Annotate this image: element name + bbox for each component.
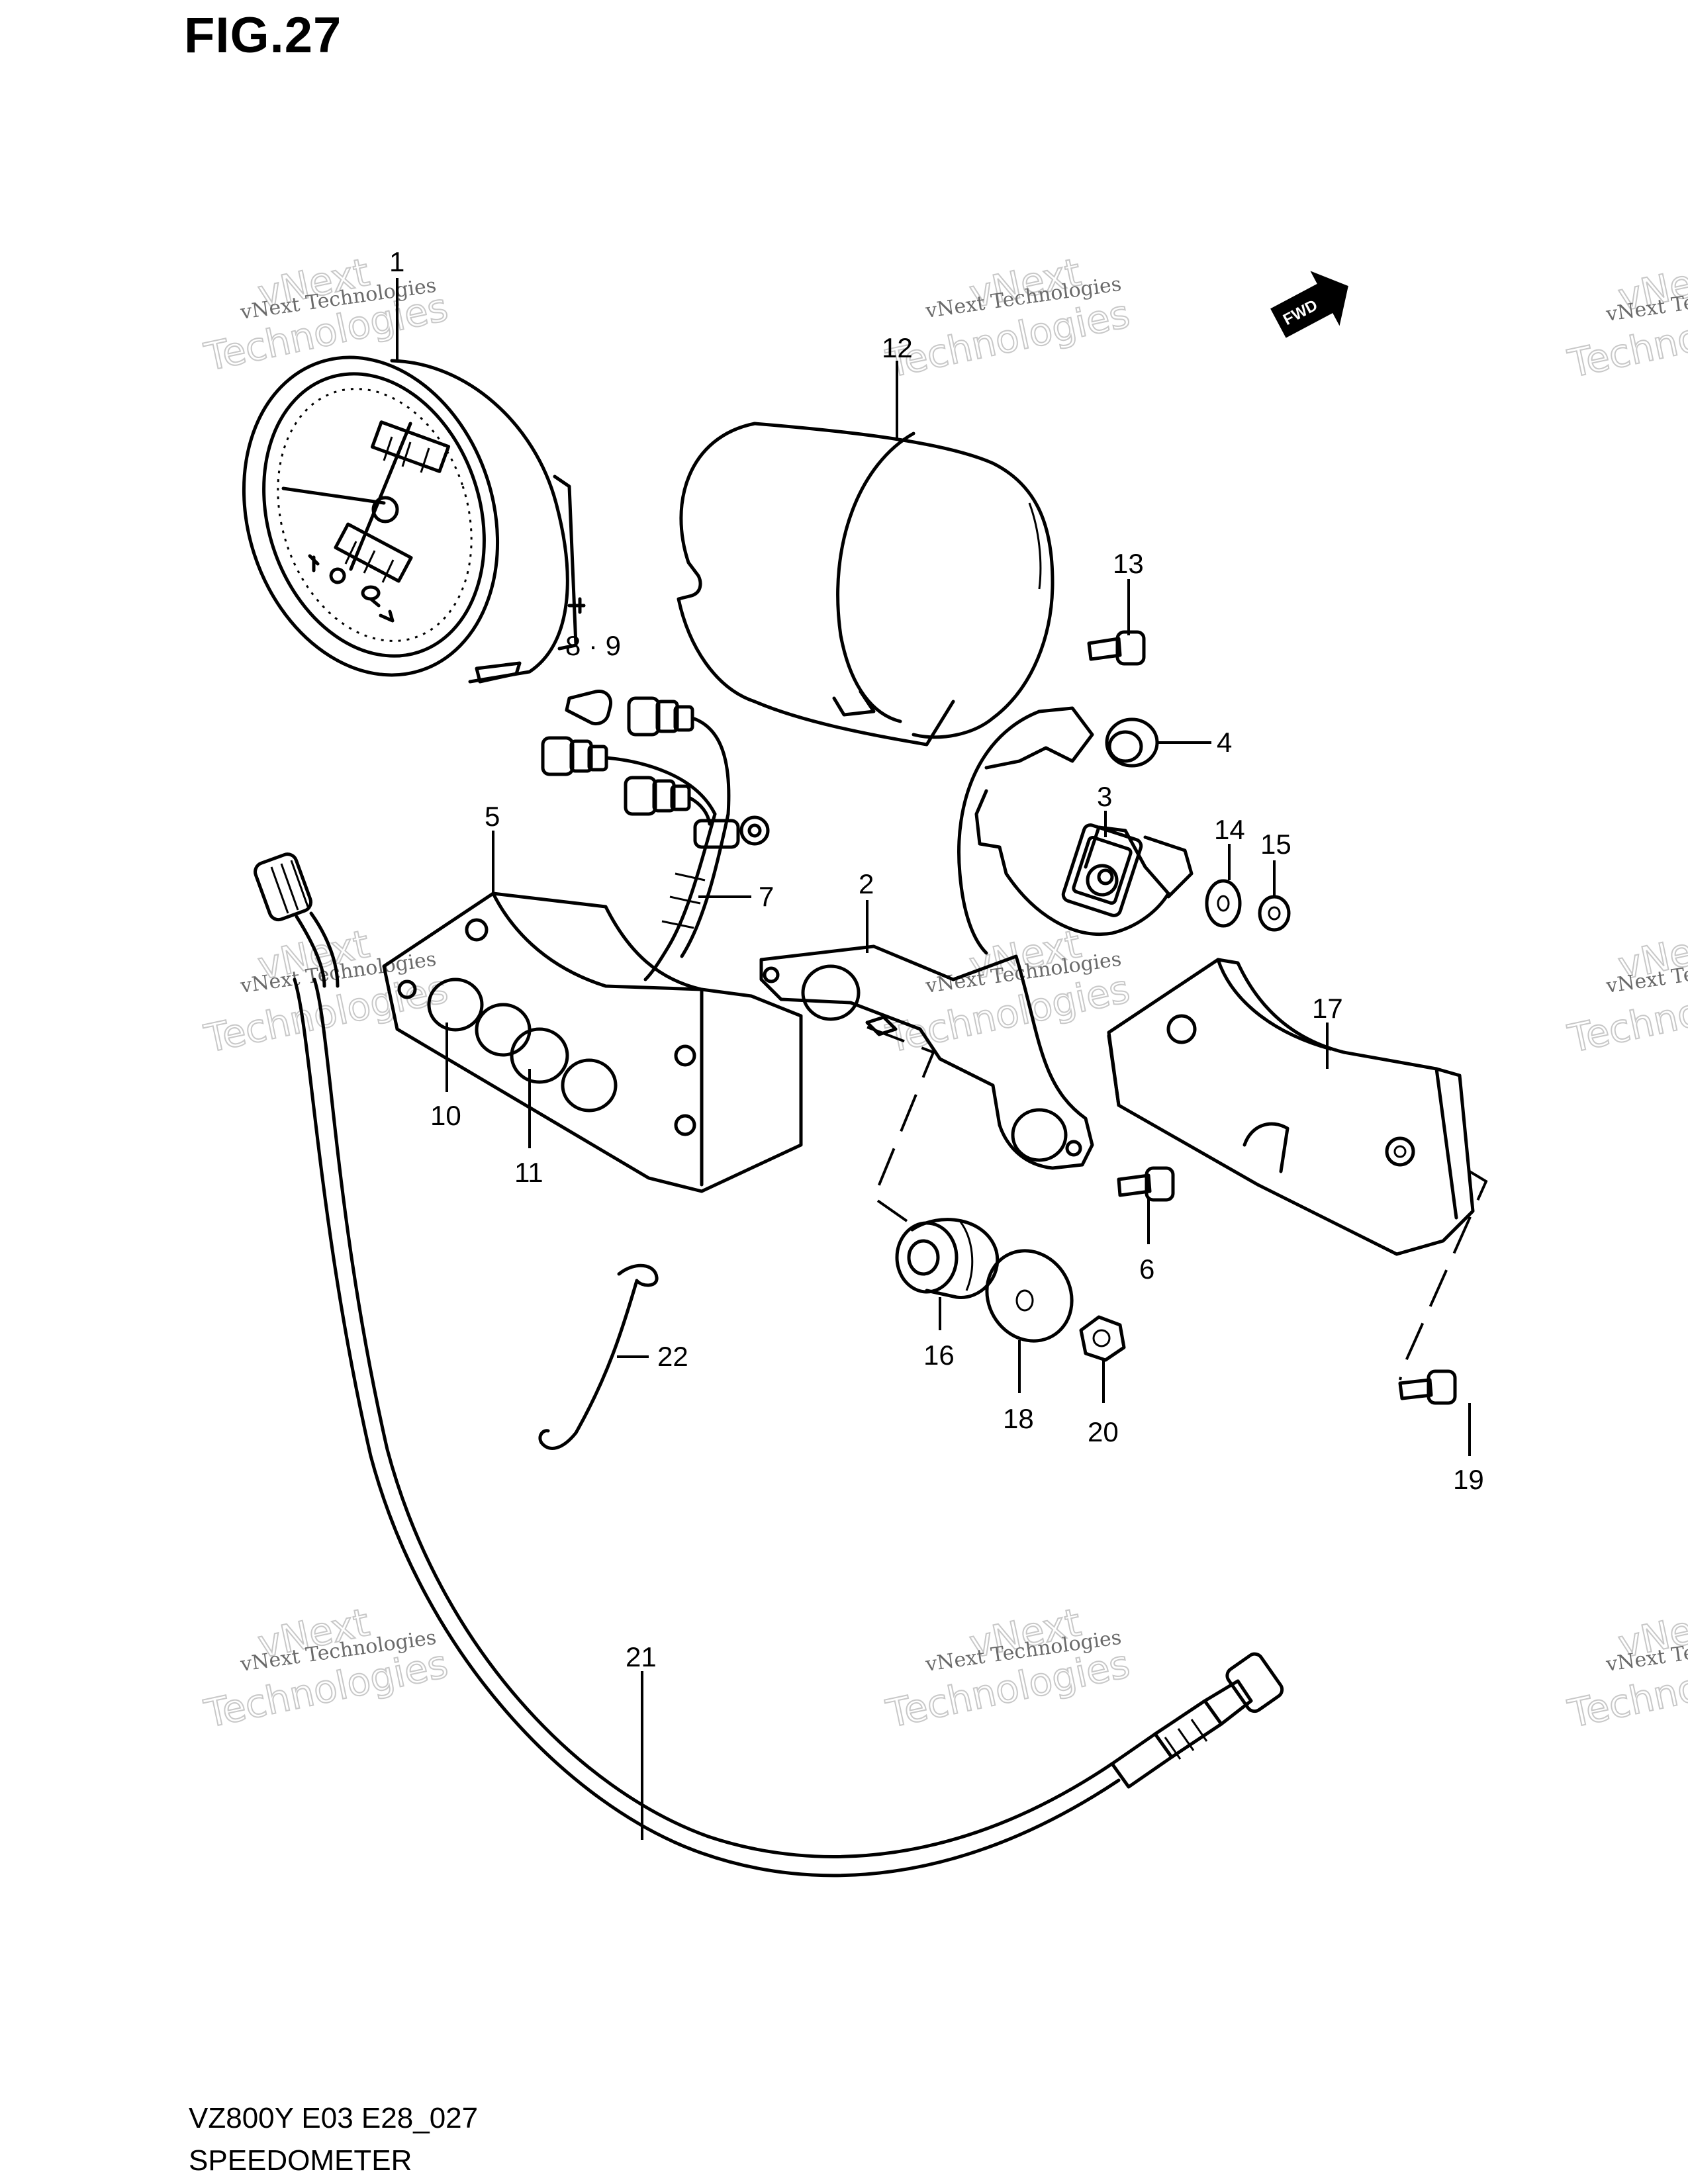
part-22-spring-clip xyxy=(538,1263,659,1450)
callout-labels: 1 12 13 8 · 9 4 3 14 15 5 7 2 17 10 11 6… xyxy=(389,246,1484,1672)
part-14-washer xyxy=(1205,879,1242,928)
callout-22: 22 xyxy=(657,1341,688,1372)
part-3-upper-bracket xyxy=(957,706,1194,955)
watermark-top-right: vNext Technologies vNext Technologies xyxy=(1564,252,1688,387)
leader-lines xyxy=(396,278,1471,1840)
part-13-screw xyxy=(1087,630,1146,666)
part-10-11-grommets xyxy=(427,978,618,1113)
watermark-middle-right: vNext Technologies vNext Technologies xyxy=(1564,921,1688,1062)
part-6-screw xyxy=(1117,1166,1175,1202)
figure-code: VZ800Y E03 E28_027 xyxy=(189,2102,479,2134)
forward-arrow-icon xyxy=(1270,271,1348,338)
figure-name: SPEEDOMETER xyxy=(189,2144,412,2177)
callout-15: 15 xyxy=(1260,829,1291,860)
callout-12: 12 xyxy=(882,332,913,363)
watermark-middle-center: vNext Technologies vNext Technologies xyxy=(882,921,1135,1062)
watermark-top-center: vNext Technologies vNext Technologies xyxy=(882,249,1135,387)
watermark-bottom-left: vNext Technologies vNext Technologies xyxy=(200,1599,453,1737)
callout-21: 21 xyxy=(626,1641,657,1672)
callout-5: 5 xyxy=(485,801,500,832)
callout-11: 11 xyxy=(514,1157,543,1188)
callout-10: 10 xyxy=(430,1100,461,1131)
part-1-speedometer-gauge xyxy=(242,355,586,684)
callout-16: 16 xyxy=(923,1340,955,1371)
watermark-group: vNext Technologies vNext Technologies vN… xyxy=(200,249,1688,1737)
watermark-bottom-right: vNext Technologies vNext Technologies xyxy=(1564,1599,1688,1737)
callout-18: 18 xyxy=(1003,1403,1034,1434)
part-21-speedometer-cable xyxy=(254,852,1284,1878)
part-4-grommet xyxy=(1105,717,1159,768)
callout-2: 2 xyxy=(859,868,874,899)
watermark-bottom-center: vNext Technologies vNext Technologies xyxy=(882,1599,1135,1737)
callout-14: 14 xyxy=(1214,814,1245,845)
fwd-direction-badge: FWD xyxy=(1270,271,1348,338)
part-16-cushion xyxy=(895,1218,1000,1299)
figure-title: FIG.27 xyxy=(184,7,342,64)
part-8-9-bulb-sockets xyxy=(541,690,694,816)
callout-7: 7 xyxy=(759,881,774,912)
callout-17: 17 xyxy=(1312,993,1343,1024)
callout-4: 4 xyxy=(1217,727,1232,758)
part-15-nut xyxy=(1258,895,1291,932)
callout-1: 1 xyxy=(389,246,404,277)
alignment-dashes xyxy=(867,1026,1488,1381)
part-7-wiring-harness xyxy=(604,716,770,981)
part-18-washer xyxy=(985,1249,1074,1343)
part-19-screw xyxy=(1398,1369,1457,1405)
callout-8-9: 8 · 9 xyxy=(565,630,621,661)
callout-20: 20 xyxy=(1088,1416,1119,1447)
part-17-rear-cover xyxy=(1107,958,1475,1256)
callout-6: 6 xyxy=(1139,1253,1154,1285)
part-12-gauge-case xyxy=(677,422,1055,747)
part-20-nut xyxy=(1079,1315,1126,1362)
callout-13: 13 xyxy=(1113,548,1144,579)
callout-3: 3 xyxy=(1097,781,1112,812)
callout-19: 19 xyxy=(1453,1464,1484,1495)
part-5-lower-cover xyxy=(382,891,803,1193)
